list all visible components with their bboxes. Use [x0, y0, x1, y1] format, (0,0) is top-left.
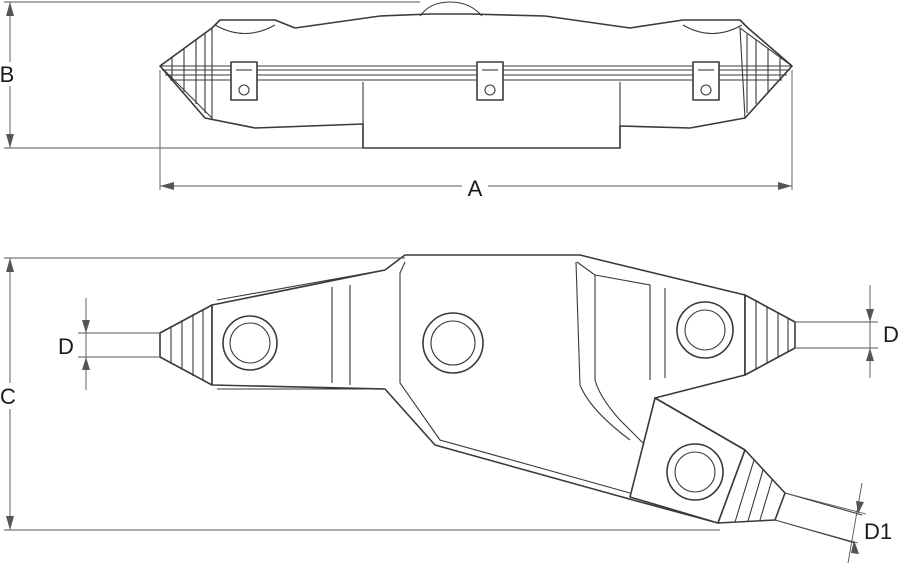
top-rail [160, 65, 792, 81]
top-view-block [362, 82, 621, 148]
top-left-hump [214, 24, 276, 34]
dimension-d-left [78, 298, 160, 390]
top-center-hump [419, 1, 483, 17]
top-clip-left [230, 61, 258, 101]
dimension-d-right [795, 285, 878, 378]
dimension-d1 [774, 482, 867, 564]
right-cable [795, 321, 870, 349]
dimension-a-label: A [468, 176, 483, 201]
top-view [159, 1, 793, 149]
dimension-d1-label: D1 [864, 519, 892, 544]
hole-right [676, 301, 734, 359]
dimension-d-left-label: D [58, 334, 74, 359]
dimension-c [0, 257, 720, 531]
dimension-b-label: B [0, 62, 14, 87]
left-cone [159, 304, 213, 386]
hole-left [222, 315, 278, 371]
hole-center [422, 312, 484, 374]
left-cable [86, 332, 160, 358]
hole-lower [666, 443, 724, 501]
dimension-c-label: C [0, 384, 16, 409]
top-clip-center [476, 61, 504, 101]
dimension-a [159, 70, 793, 200]
top-right-hump [682, 24, 743, 34]
top-clip-right [692, 61, 720, 101]
dimension-b [0, 1, 420, 149]
side-inner-lines [216, 261, 666, 494]
side-view [86, 254, 870, 544]
lower-cable [774, 492, 863, 544]
dimension-d-right-label: D [883, 322, 899, 347]
